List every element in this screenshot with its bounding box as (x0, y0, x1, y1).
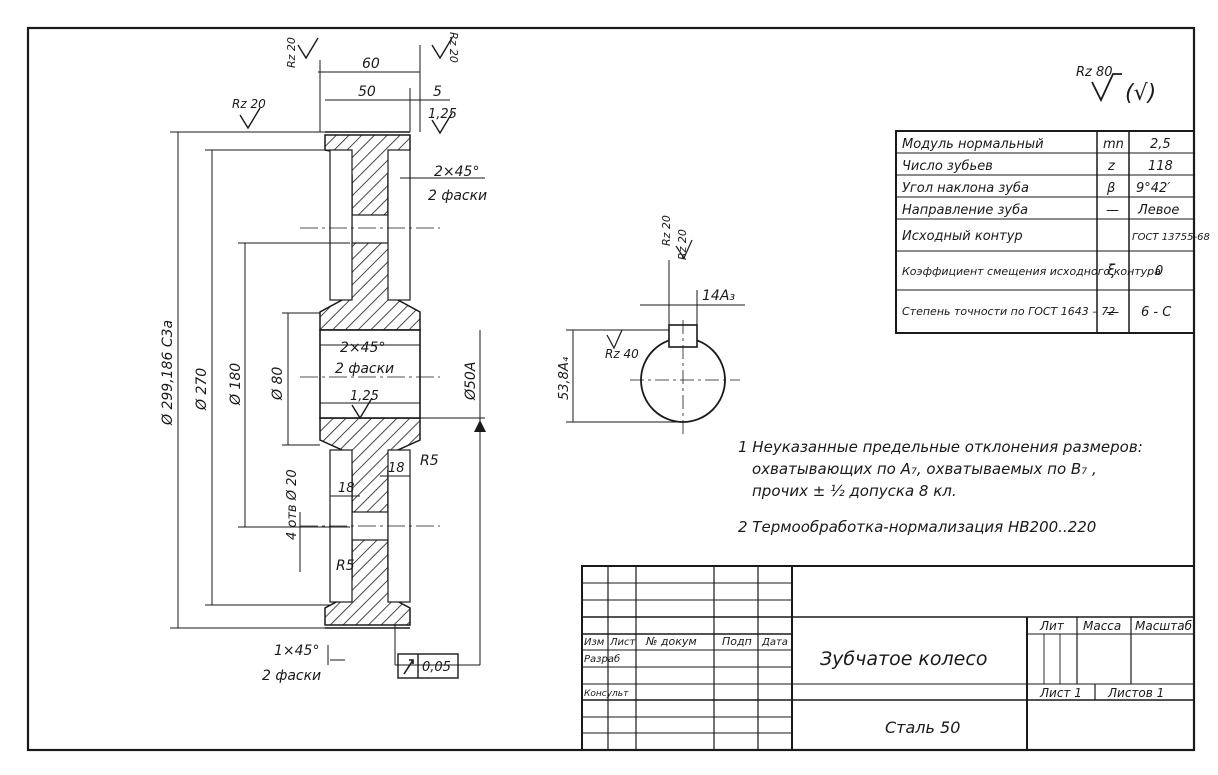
tb-konsult: Консульт (584, 689, 629, 699)
table-symbol-module: mn (1103, 137, 1124, 152)
rough-keyway-top: Rz 20 (660, 215, 673, 246)
table-param-direction: Направление зуба (902, 203, 1028, 218)
table-param-module: Модуль нормальный (902, 137, 1044, 152)
tb-sheet: Лист 1 (1039, 686, 1082, 700)
table-symbol-direction: — (1106, 203, 1119, 218)
note-1-line-1: 1 Неуказанные предельные отклонения разм… (738, 438, 1143, 456)
tb-sheets: Листов 1 (1107, 686, 1164, 700)
table-value-teeth: 118 (1148, 159, 1173, 174)
rough-left-top: Rz 20 (285, 37, 298, 68)
table-param-shift: Коэффициент смещения исходного контура (902, 265, 1161, 278)
dim-runout: 0,05 (422, 660, 451, 675)
dim-d-270: Ø 270 (194, 368, 210, 411)
dim-web-18a: 18 (338, 481, 355, 496)
roughness-symbol-general (1091, 73, 1122, 103)
general-roughness-label: Rz 80 (1076, 65, 1113, 80)
table-value-helix: 9°42′ (1136, 181, 1170, 196)
dim-bore: Ø50А (463, 362, 479, 401)
tb-lit: Лит (1039, 619, 1065, 633)
tb-mass: Масса (1083, 619, 1121, 633)
dim-chamfer-mid-note: 2 фаски (335, 361, 394, 377)
table-param-profile: Исходный контур (902, 229, 1023, 244)
dim-key-depth: 53,8А₄ (557, 356, 572, 400)
dim-chamfer-bottom-note: 2 фаски (262, 668, 321, 684)
title-block (581, 565, 1195, 751)
gear-section (300, 131, 440, 629)
gear-param-table (895, 130, 1195, 334)
rough-keyway-side: Rz 20 (676, 229, 689, 260)
table-symbol-helix: β (1106, 181, 1115, 196)
table-symbol-shift: ξ (1106, 261, 1116, 279)
table-param-teeth: Число зубьев (902, 159, 993, 174)
table-value-shift: 0 (1155, 264, 1163, 279)
tb-scale: Масштаб (1135, 619, 1193, 633)
tb-col-sign: Подп (722, 635, 752, 648)
tb-material: Сталь 50 (885, 718, 960, 737)
tb-col-date: Дата (761, 637, 788, 648)
rough-flange: Rz 20 (232, 97, 266, 111)
diameter-dims (170, 131, 485, 665)
rough-right-top: Rz 20 (447, 32, 460, 63)
table-value-direction: Левое (1137, 203, 1179, 218)
dim-d-outer: Ø 299,186 С3а (160, 320, 176, 426)
runout-frame (397, 653, 459, 679)
dim-r5a: R5 (420, 453, 439, 469)
dim-chamfer-top: 2×45° (434, 164, 479, 180)
dim-holes: 4 отв Ø 20 (285, 469, 300, 540)
tb-col-izm: Изм (584, 637, 605, 648)
dim-d-80: Ø 80 (270, 367, 286, 401)
dim-key-width: 14А₃ (702, 288, 735, 304)
dim-d-180: Ø 180 (228, 363, 244, 406)
note-2: 2 Термообработка-нормализация НВ200..220 (738, 518, 1096, 536)
table-value-profile: ГОСТ 13755-68 (1132, 232, 1210, 243)
table-param-accuracy: Степень точности по ГОСТ 1643 – 72 (902, 305, 1115, 318)
table-symbol-teeth: z (1107, 159, 1116, 174)
table-value-module: 2,5 (1150, 137, 1171, 152)
dim-chamfer-bottom: 1×45° (274, 643, 319, 659)
table-value-accuracy: 6 - С (1141, 305, 1172, 320)
dim-web-18b: 18 (388, 461, 405, 476)
tb-col-doc: № докум (645, 635, 697, 648)
tb-title: Зубчатое колесо (820, 648, 987, 670)
note-1-line-2: охватывающих по А₇, охватываемых по В₇ , (752, 460, 1097, 478)
dim-chamfer-top-note: 2 фаски (428, 188, 487, 204)
general-roughness-suffix: (√) (1125, 81, 1156, 106)
keyway-view (566, 260, 745, 435)
rough-face: 1,25 (428, 107, 457, 122)
dim-offset: 5 (433, 84, 442, 100)
tb-razrab: Разраб (584, 653, 620, 665)
tb-col-list: Лист (609, 637, 637, 648)
rough-keyway-bottom: Rz 40 (605, 347, 639, 361)
dim-r5b: R5 (336, 558, 355, 574)
dim-width-hub: 50 (358, 84, 376, 100)
note-1-line-3: прочих ± ½ допуска 8 кл. (752, 482, 957, 500)
rough-bore: 1,25 (350, 389, 379, 404)
table-param-helix: Угол наклона зуба (902, 181, 1029, 196)
table-symbol-accuracy: — (1106, 305, 1119, 320)
dim-width-total: 60 (362, 56, 380, 72)
dim-chamfer-mid: 2×45° (340, 340, 385, 356)
